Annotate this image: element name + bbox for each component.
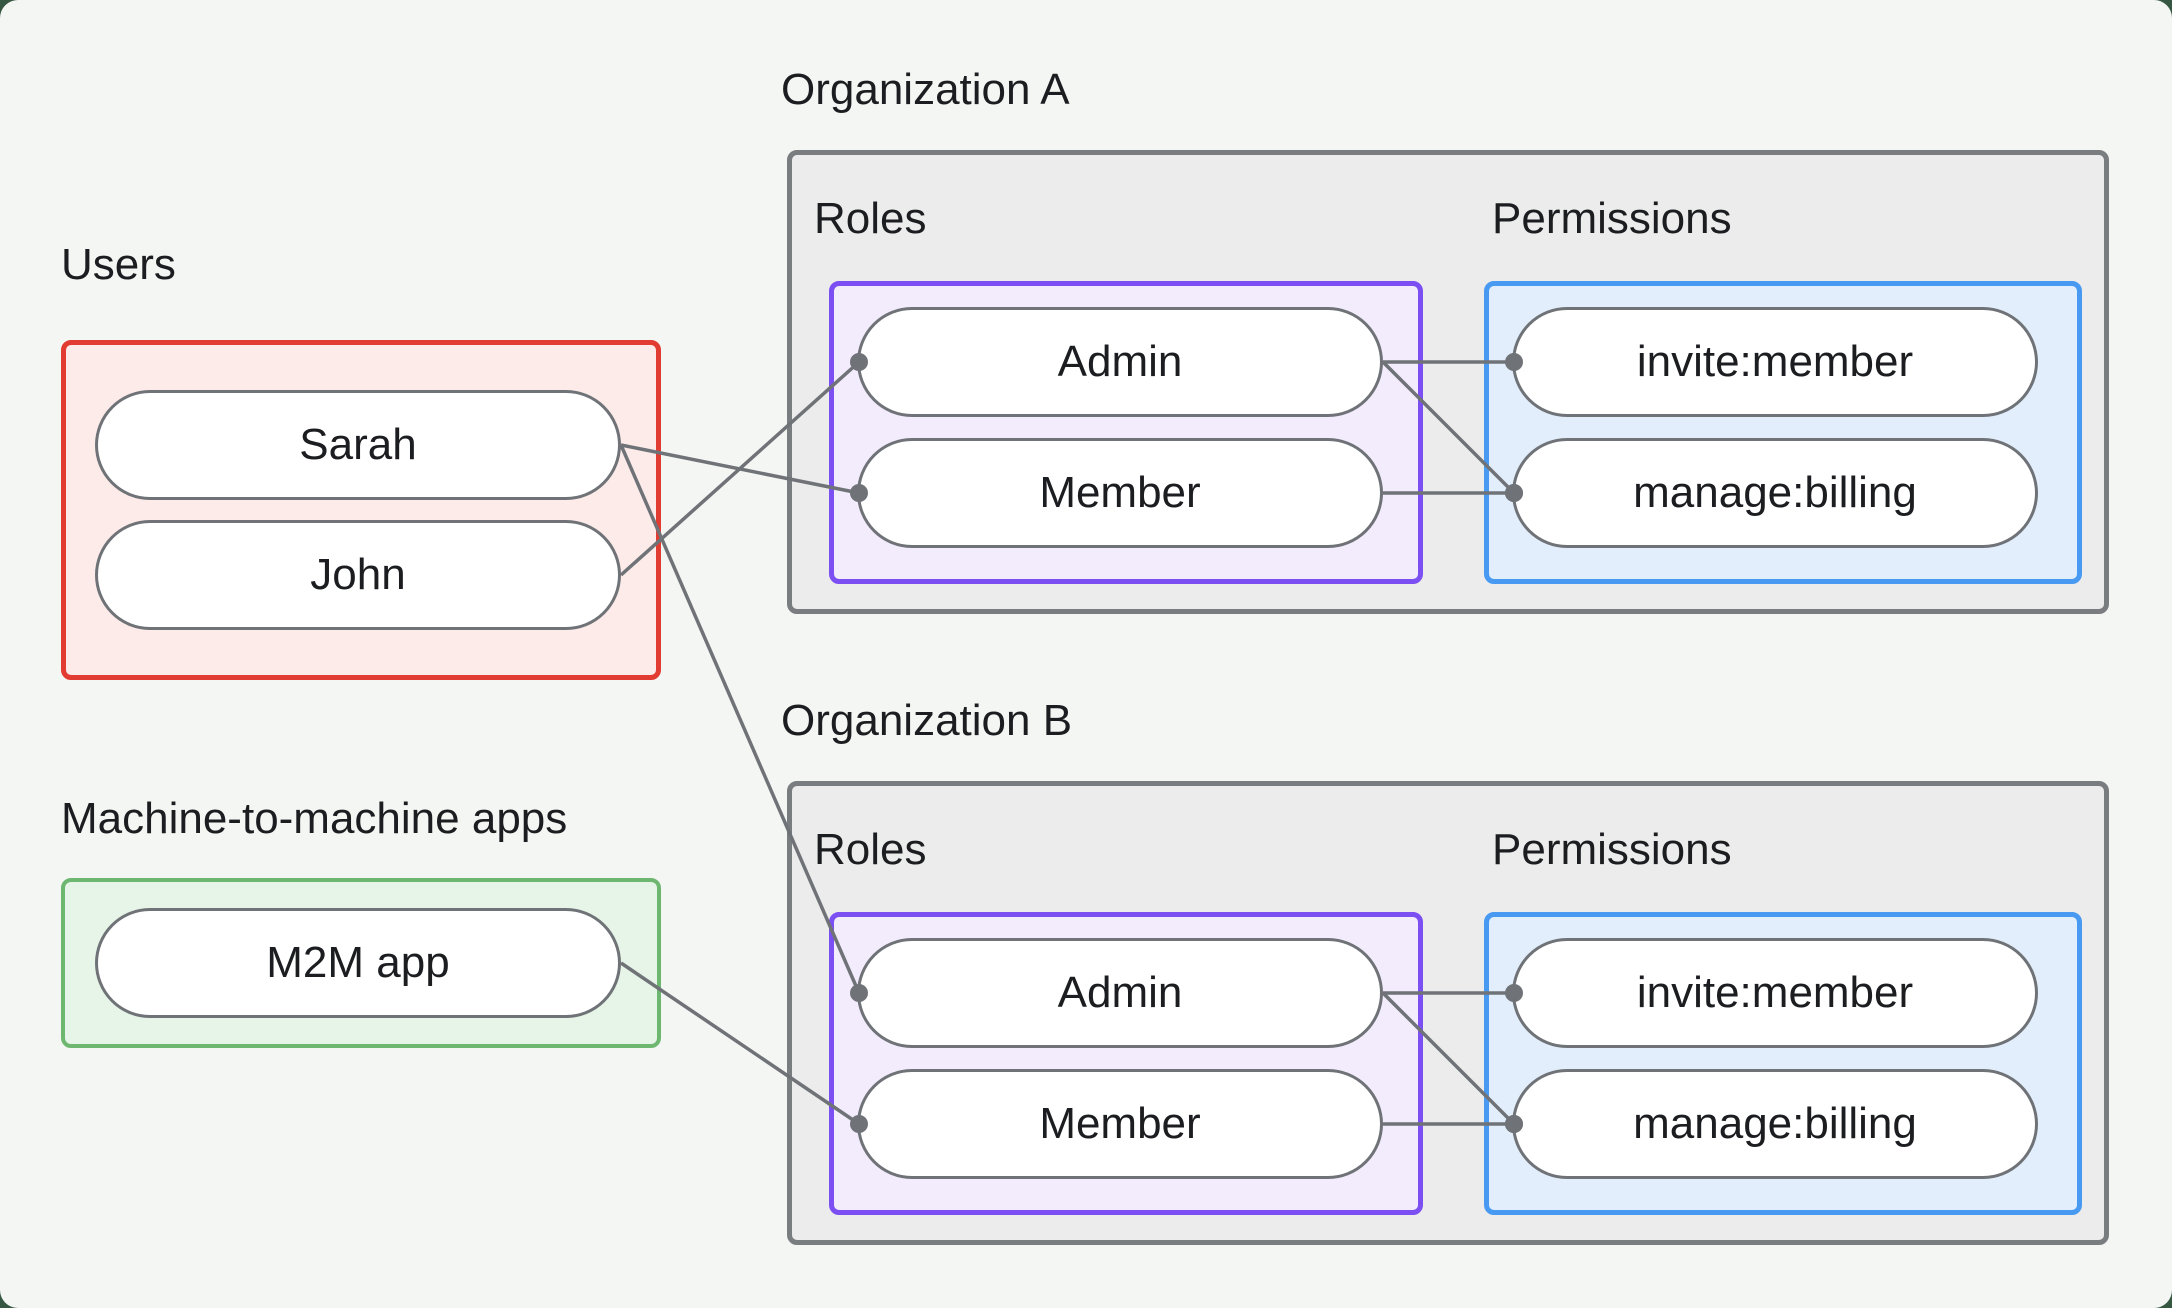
org-a-permission-invite-member: invite:member: [1512, 307, 2038, 417]
permission-label: invite:member: [1636, 337, 1914, 386]
org-a-permission-manage-billing: manage:billing: [1512, 438, 2038, 548]
user-node-label: Sarah: [299, 420, 417, 469]
m2m-group-box: M2M app: [61, 878, 661, 1048]
org-b-permission-invite-member: invite:member: [1512, 938, 2038, 1048]
organization-b-label: Organization B: [781, 696, 1073, 745]
organization-a-box: Roles Permissions Admin Member invite:me…: [787, 150, 2109, 614]
m2m-section-label: Machine-to-machine apps: [61, 794, 568, 843]
role-label: Member: [1039, 1099, 1201, 1148]
permission-label: manage:billing: [1633, 468, 1917, 517]
user-node-john: John: [95, 520, 621, 630]
org-b-permissions-label: Permissions: [1492, 825, 1732, 874]
m2m-app-node-label: M2M app: [266, 938, 450, 987]
org-a-role-member: Member: [857, 438, 1383, 548]
org-a-permissions-label: Permissions: [1492, 194, 1732, 243]
org-a-roles-label: Roles: [814, 194, 927, 243]
role-label: Admin: [1057, 968, 1183, 1017]
m2m-app-node: M2M app: [95, 908, 621, 1018]
users-section-label: Users: [61, 240, 176, 289]
user-node-sarah: Sarah: [95, 390, 621, 500]
user-node-label: John: [310, 550, 406, 599]
org-b-role-admin: Admin: [857, 938, 1383, 1048]
org-b-role-member: Member: [857, 1069, 1383, 1179]
organization-b-box: Roles Permissions Admin Member invite:me…: [787, 781, 2109, 1245]
org-a-role-admin: Admin: [857, 307, 1383, 417]
permission-label: manage:billing: [1633, 1099, 1917, 1148]
role-label: Admin: [1057, 337, 1183, 386]
organization-a-label: Organization A: [781, 65, 1070, 114]
org-b-permission-manage-billing: manage:billing: [1512, 1069, 2038, 1179]
permission-label: invite:member: [1636, 968, 1914, 1017]
role-label: Member: [1039, 468, 1201, 517]
users-group-box: Sarah John: [61, 340, 661, 680]
org-b-roles-label: Roles: [814, 825, 927, 874]
